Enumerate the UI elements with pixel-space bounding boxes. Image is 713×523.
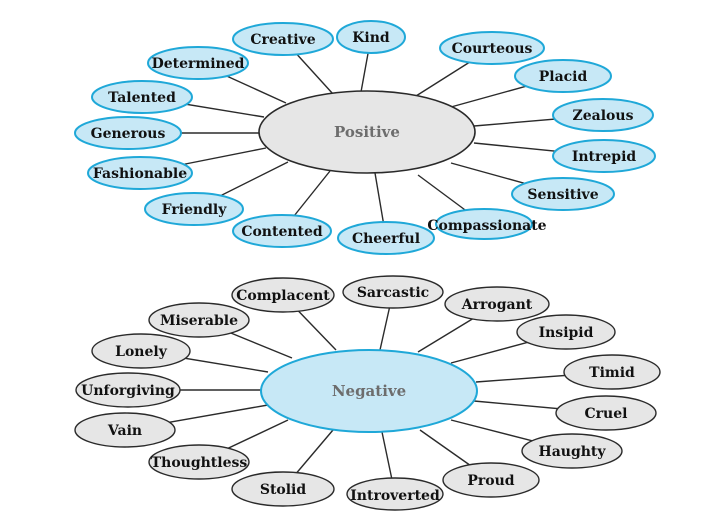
positive-node-label: Friendly [162, 202, 228, 218]
negative-node-bubble [346, 477, 444, 511]
negative-node-sarcastic: Sarcastic [342, 275, 444, 309]
positive-node-bubble [74, 116, 182, 150]
negative-node-label: Haughty [538, 444, 606, 460]
positive-node-bubble [552, 98, 654, 132]
negative-node-bubble [148, 444, 250, 480]
negative-node-proud: Proud [442, 462, 540, 498]
positive-node-bubble [144, 192, 244, 226]
positive-node-bubble [232, 22, 334, 56]
negative-node-bubble [75, 372, 181, 408]
positive-node-placid: Placid [514, 59, 612, 93]
positive-nodes: KindCourteousPlacidZealousIntrepidSensit… [74, 20, 656, 255]
positive-node-courteous: Courteous [439, 31, 545, 65]
negative-node-bubble [442, 462, 540, 498]
negative-node-miserable: Miserable [148, 302, 250, 338]
negative-node-label: Thoughtless [151, 455, 248, 471]
negative-node-label: Unforgiving [81, 383, 175, 399]
positive-node-bubble [511, 177, 615, 211]
positive-node-label: Generous [91, 126, 166, 142]
negative-node-bubble [444, 286, 550, 322]
negative-node-bubble [74, 412, 176, 448]
negative-node-label: Arrogant [461, 297, 533, 313]
negative-node-label: Introverted [350, 488, 440, 504]
negative-node-unforgiving: Unforgiving [75, 372, 181, 408]
negative-node-complacent: Complacent [231, 277, 335, 313]
positive-node-bubble [336, 20, 406, 54]
negative-node-label: Miserable [160, 313, 238, 329]
negative-node-label: Vain [107, 423, 142, 439]
positive-node-bubble [439, 31, 545, 65]
negative-node-label: Timid [589, 365, 635, 381]
negative-node-label: Proud [467, 473, 514, 489]
positive-node-bubble [552, 139, 656, 173]
negative-node-haughty: Haughty [521, 433, 623, 469]
positive-node-label: Kind [352, 30, 390, 46]
positive-node-bubble [514, 59, 612, 93]
positive-node-sensitive: Sensitive [511, 177, 615, 211]
positive-center-label: Positive [334, 123, 400, 141]
positive-node-label: Cheerful [352, 231, 420, 247]
positive-node-label: Determined [152, 56, 245, 72]
positive-node-label: Fashionable [93, 166, 187, 182]
negative-node-vain: Vain [74, 412, 176, 448]
positive-node-compassionate: Compassionate [427, 208, 547, 240]
positive-node-kind: Kind [336, 20, 406, 54]
positive-node-label: Contented [241, 224, 323, 240]
negative-node-timid: Timid [563, 354, 661, 390]
positive-node-determined: Determined [147, 46, 249, 80]
negative-node-label: Lonely [115, 344, 168, 360]
negative-node-label: Complacent [236, 288, 330, 304]
negative-node-bubble [516, 314, 616, 350]
negative-node-bubble [148, 302, 250, 338]
positive-node-label: Intrepid [572, 149, 637, 165]
negative-node-bubble [231, 471, 335, 507]
positive-node-label: Creative [250, 32, 315, 48]
positive-node-bubble [232, 214, 332, 248]
positive-node-label: Talented [108, 90, 176, 106]
negative-node-bubble [342, 275, 444, 309]
negative-node-label: Insipid [539, 325, 594, 341]
negative-node-label: Sarcastic [357, 285, 429, 301]
positive-node-fashionable: Fashionable [87, 156, 193, 190]
negative-center-label: Negative [332, 382, 406, 400]
positive-node-bubble [87, 156, 193, 190]
positive-node-talented: Talented [91, 80, 193, 114]
positive-center-ellipse [258, 90, 476, 174]
negative-node-arrogant: Arrogant [444, 286, 550, 322]
positive-node-label: Zealous [573, 108, 634, 124]
positive-node-label: Placid [539, 69, 588, 85]
negative-node-thoughtless: Thoughtless [148, 444, 250, 480]
positive-center: Positive [258, 90, 476, 174]
negative-node-introverted: Introverted [346, 477, 444, 511]
negative-node-lonely: Lonely [91, 333, 191, 369]
positive-node-bubble [337, 221, 435, 255]
positive-node-intrepid: Intrepid [552, 139, 656, 173]
positive-node-bubble [91, 80, 193, 114]
negative-node-stolid: Stolid [231, 471, 335, 507]
negative-node-bubble [563, 354, 661, 390]
negative-node-insipid: Insipid [516, 314, 616, 350]
positive-node-creative: Creative [232, 22, 334, 56]
negative-node-bubble [231, 277, 335, 313]
positive-node-contented: Contented [232, 214, 332, 248]
negative-node-bubble [555, 395, 657, 431]
negative-node-bubble [521, 433, 623, 469]
negative-node-cruel: Cruel [555, 395, 657, 431]
positive-node-label: Sensitive [527, 187, 598, 203]
negative-node-label: Stolid [260, 482, 307, 498]
negative-node-label: Cruel [585, 406, 628, 422]
positive-node-cheerful: Cheerful [337, 221, 435, 255]
positive-node-bubble [435, 208, 533, 240]
positive-node-label: Courteous [452, 41, 533, 57]
negative-nodes: SarcasticArrogantInsipidTimidCruelHaught… [74, 275, 661, 511]
negative-center: Negative [260, 349, 478, 433]
positive-node-bubble [147, 46, 249, 80]
positive-node-generous: Generous [74, 116, 182, 150]
negative-center-ellipse [260, 349, 478, 433]
positive-node-zealous: Zealous [552, 98, 654, 132]
negative-node-bubble [91, 333, 191, 369]
positive-node-friendly: Friendly [144, 192, 244, 226]
positive-node-label: Compassionate [427, 218, 546, 234]
